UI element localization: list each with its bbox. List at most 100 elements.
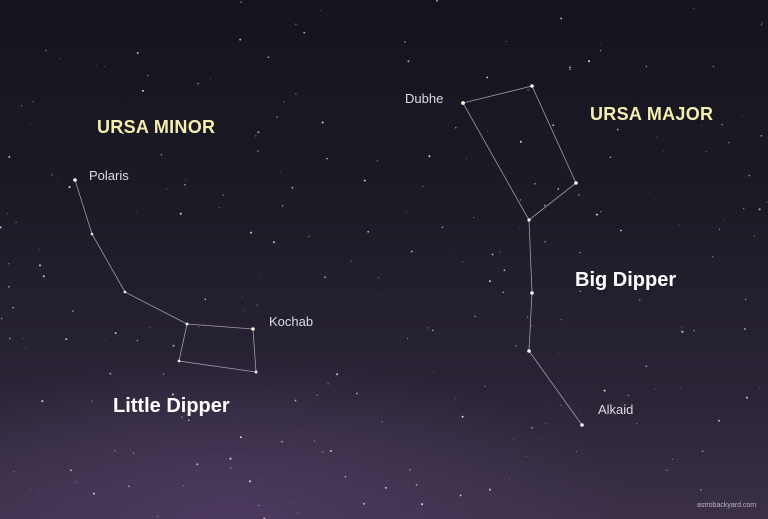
kochab-star [251, 327, 255, 331]
background-star [367, 230, 370, 233]
background-star [407, 60, 410, 63]
background-star [454, 397, 456, 399]
background-star [32, 101, 34, 103]
background-star [455, 127, 457, 129]
background-star [421, 287, 423, 289]
background-star [526, 316, 529, 318]
background-star [295, 23, 297, 25]
kochab-label: Kochab [269, 314, 314, 329]
background-star [181, 416, 183, 418]
background-star [671, 458, 674, 460]
background-star [267, 56, 270, 59]
background-star [132, 452, 135, 454]
background-star [147, 74, 149, 77]
background-star [639, 194, 641, 196]
background-star [292, 503, 294, 505]
background-star [187, 419, 190, 422]
background-star [557, 188, 560, 190]
background-star [552, 124, 555, 127]
background-star [579, 251, 581, 254]
dubhe-star [461, 101, 465, 105]
background-star [283, 101, 285, 103]
background-star [427, 327, 429, 329]
background-star [461, 261, 464, 263]
background-star [222, 194, 225, 196]
background-star [520, 199, 522, 201]
background-star [693, 330, 695, 332]
background-star [356, 392, 358, 395]
little-dipper-label: Little Dipper [113, 395, 230, 417]
background-star [114, 332, 117, 335]
background-star [324, 276, 326, 279]
background-star [329, 449, 332, 452]
background-star [407, 337, 409, 340]
background-star [68, 354, 69, 356]
background-star [595, 213, 599, 216]
background-star [281, 205, 284, 207]
background-star [645, 65, 648, 68]
background-star [136, 210, 138, 212]
background-star [560, 319, 562, 321]
background-star [12, 306, 14, 309]
background-star [20, 105, 23, 107]
background-star [376, 160, 379, 162]
background-star [491, 253, 494, 256]
background-star [486, 76, 489, 79]
background-star [741, 115, 743, 117]
background-star [431, 329, 434, 332]
background-star [303, 31, 306, 34]
background-star [30, 122, 32, 124]
background-star [272, 241, 275, 244]
background-star [127, 485, 130, 488]
background-star [56, 180, 58, 182]
background-star [51, 459, 53, 460]
background-star [587, 60, 591, 63]
background-star [519, 140, 522, 143]
background-star [484, 385, 486, 388]
background-star [544, 241, 546, 243]
background-star [616, 128, 619, 131]
background-star [761, 22, 763, 24]
background-star [515, 345, 517, 347]
background-star [381, 421, 383, 423]
background-star [281, 440, 283, 443]
background-star [728, 142, 730, 144]
background-star [379, 295, 381, 297]
background-star [0, 317, 3, 320]
background-star [136, 339, 139, 342]
ursa-minor-label: URSA MINOR [97, 117, 216, 137]
background-star [70, 469, 72, 472]
background-star [578, 194, 580, 196]
background-star [505, 40, 507, 42]
background-star [256, 304, 258, 306]
background-star [223, 156, 225, 158]
background-star [766, 201, 768, 203]
background-star [91, 400, 93, 402]
dubhe-label: Dubhe [405, 91, 444, 106]
background-star [114, 450, 116, 452]
background-star [599, 42, 601, 44]
background-star [242, 296, 244, 298]
background-star [291, 186, 294, 189]
little-dipper-lines [74, 179, 257, 373]
background-star [38, 491, 40, 493]
background-star [188, 288, 190, 290]
background-star [59, 58, 61, 60]
background-star [678, 224, 680, 226]
little-dipper-star [254, 370, 258, 374]
background-star [236, 421, 238, 422]
background-star [503, 269, 506, 272]
background-star [13, 471, 15, 473]
background-star [68, 186, 71, 189]
background-star [109, 372, 112, 375]
background-star [184, 184, 186, 186]
background-star [322, 451, 324, 453]
background-star [410, 250, 413, 253]
background-star [436, 0, 438, 2]
background-star [230, 467, 232, 469]
background-star [121, 132, 124, 135]
background-star [326, 157, 328, 160]
background-star [218, 207, 220, 209]
background-star [157, 515, 159, 518]
